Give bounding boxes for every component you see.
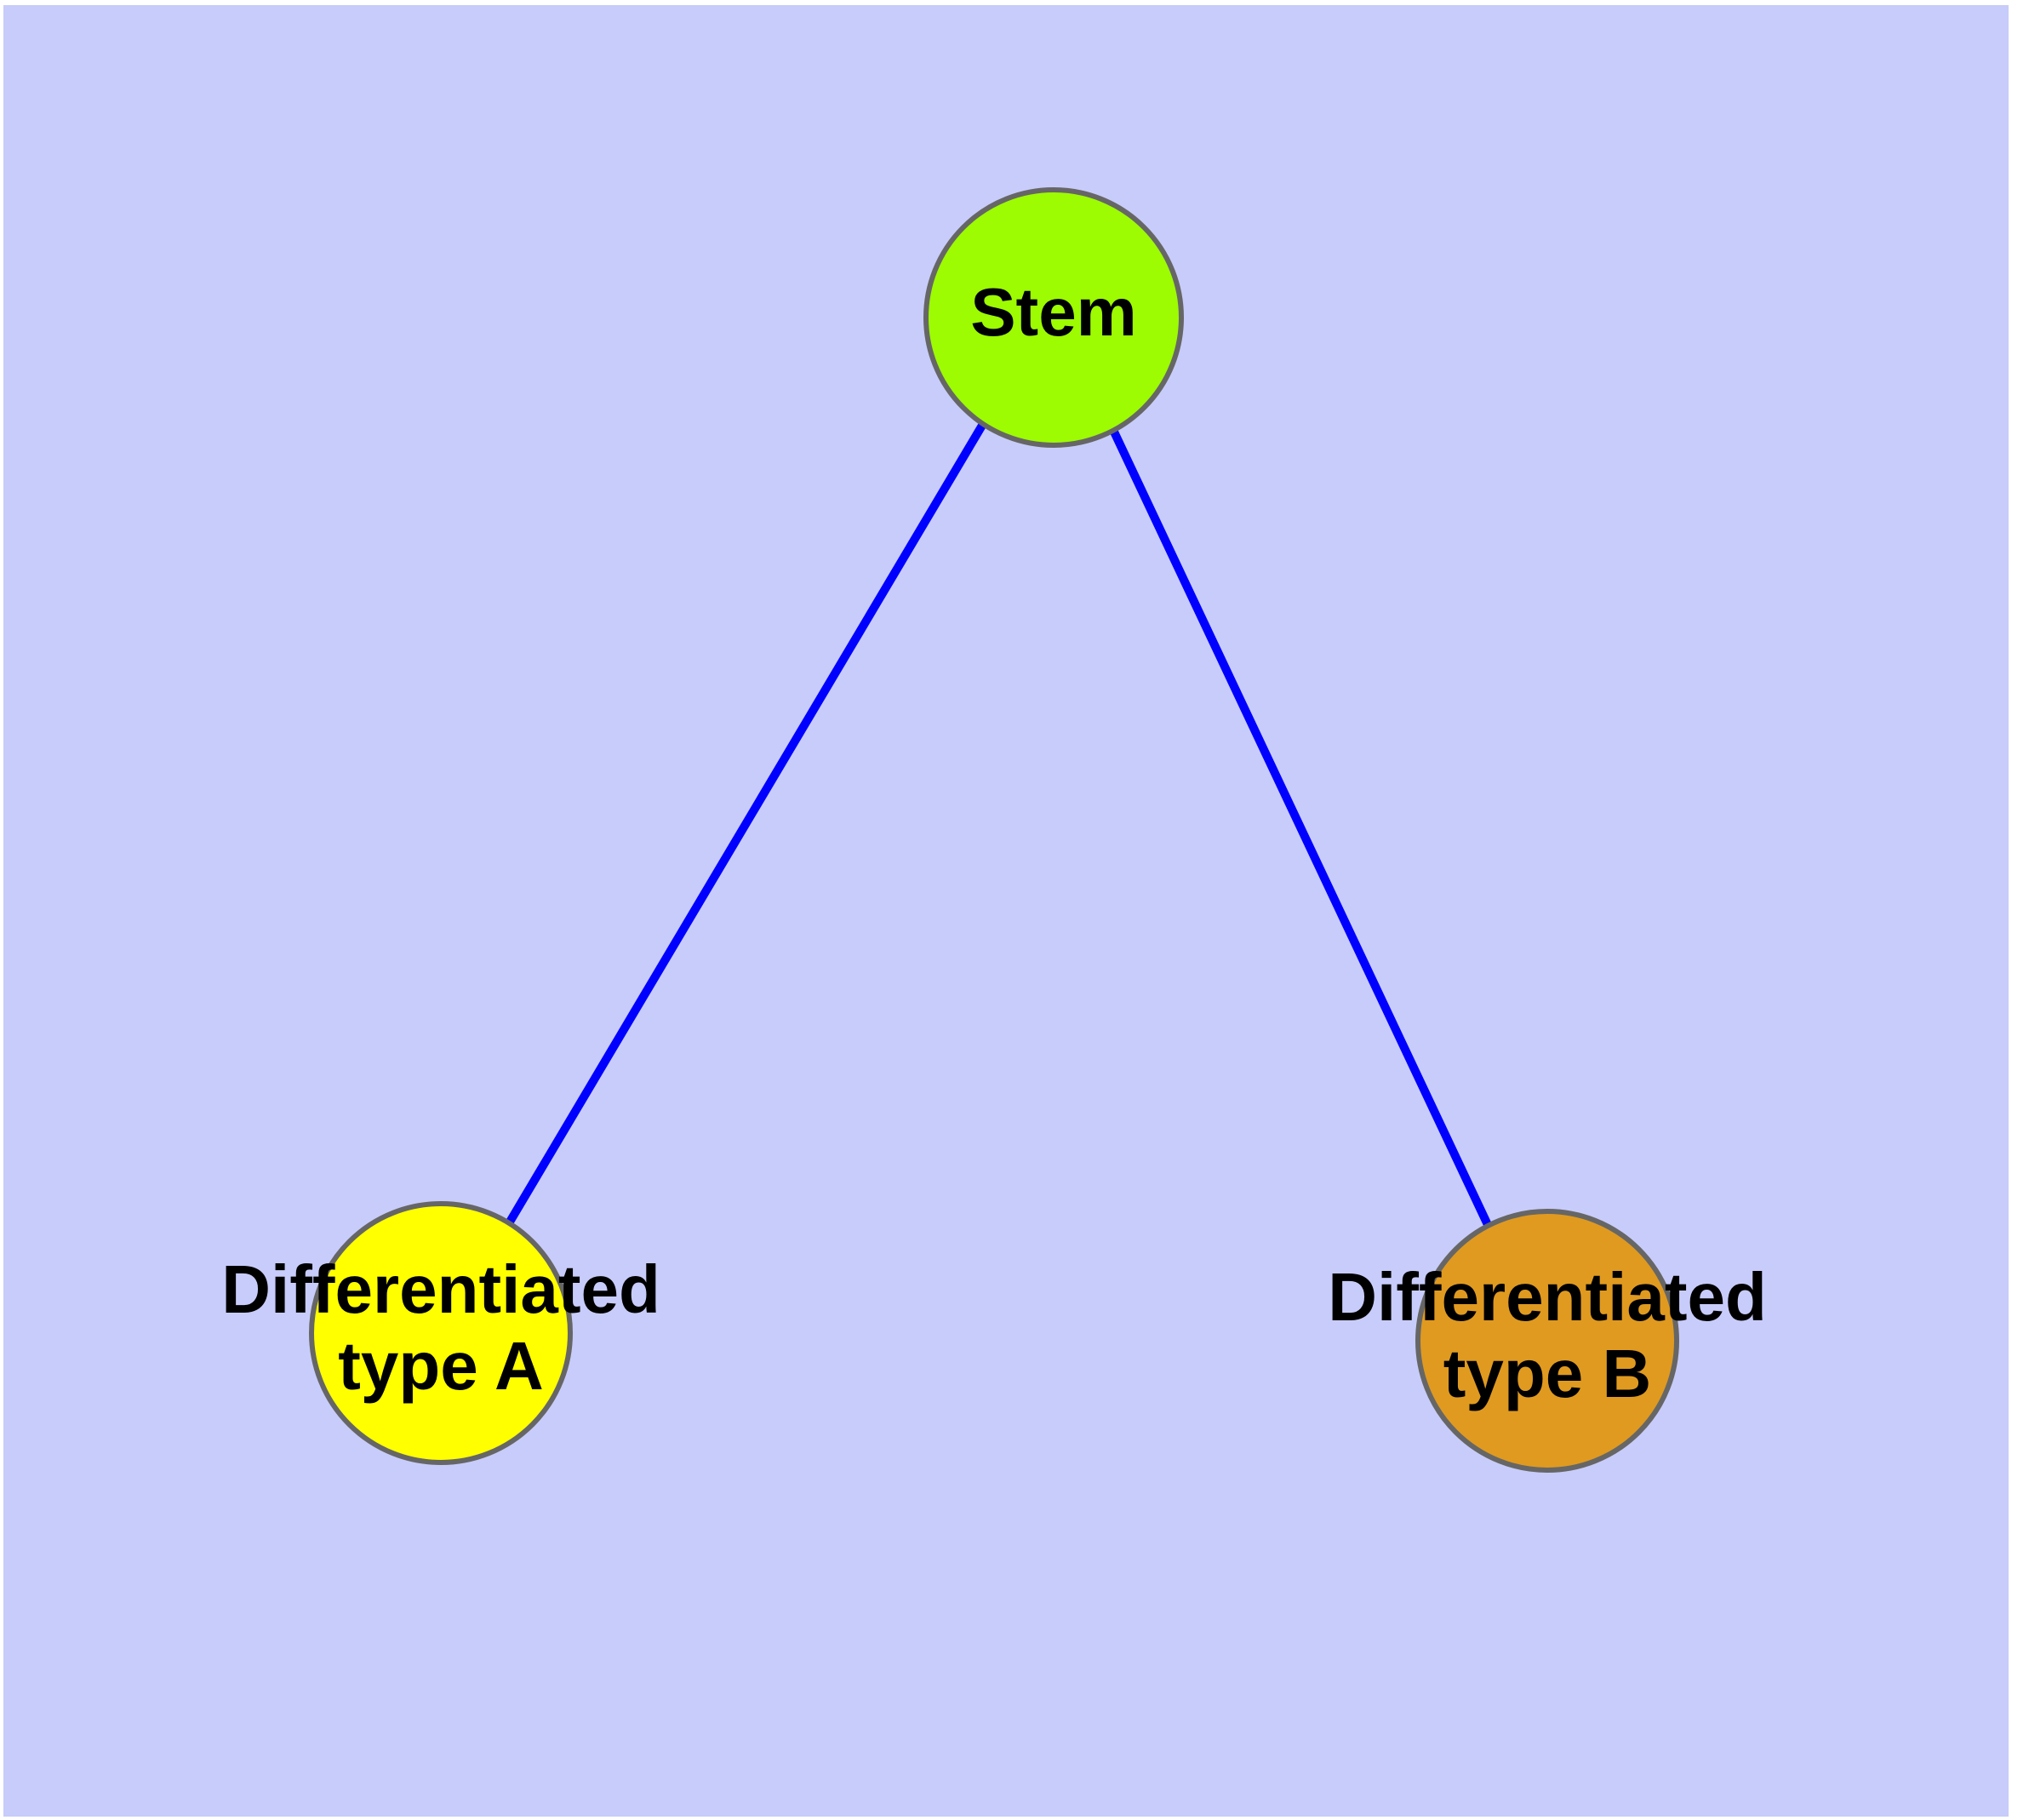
node-differentiated-type-b-circle[interactable] xyxy=(1415,1209,1679,1473)
node-differentiated-type-a-label-line2: type A xyxy=(338,1328,544,1404)
node-differentiated-type-a-circle[interactable] xyxy=(309,1201,573,1465)
node-differentiated-type-b-label-line1: Differentiated xyxy=(1328,1259,1767,1335)
node-stem[interactable]: Stem xyxy=(923,187,1184,448)
node-layer: Stem Differentiated type A Differentiate… xyxy=(221,187,1767,1473)
node-differentiated-type-a[interactable]: Differentiated type A xyxy=(221,1201,660,1465)
node-differentiated-type-b[interactable]: Differentiated type B xyxy=(1328,1209,1767,1473)
node-stem-label-line1: Stem xyxy=(970,274,1137,350)
node-differentiated-type-b-label-line2: type B xyxy=(1443,1336,1652,1411)
node-differentiated-type-a-label-line1: Differentiated xyxy=(221,1251,660,1327)
node-stem-circle[interactable] xyxy=(923,187,1184,448)
